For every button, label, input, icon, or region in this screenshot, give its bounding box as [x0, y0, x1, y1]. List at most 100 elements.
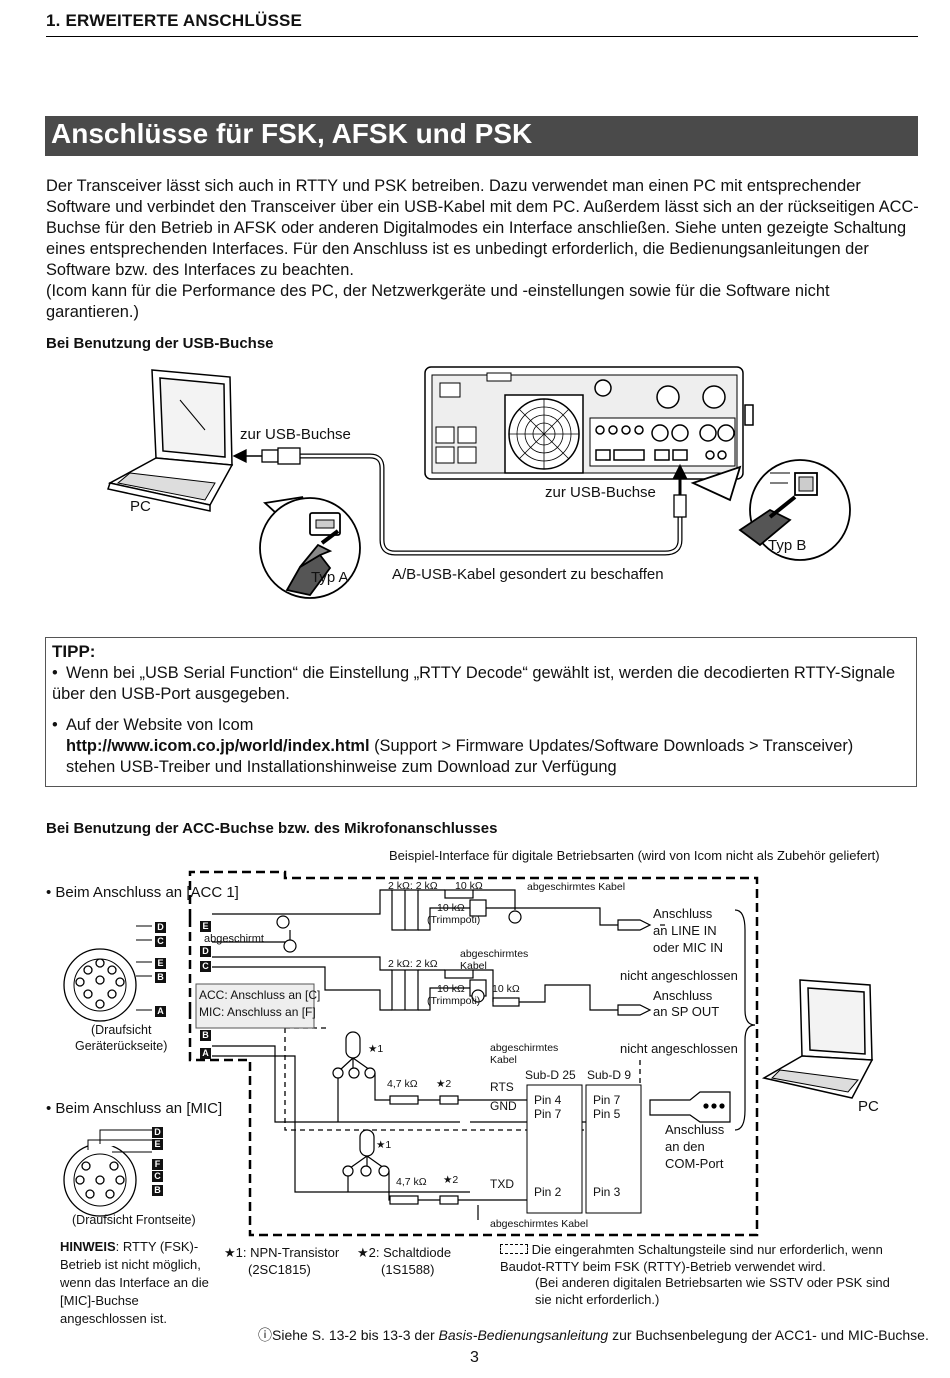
interface-caption: Beispiel-Interface für digitale Betriebs…	[389, 848, 880, 863]
laptop-illustration	[107, 369, 234, 512]
tip-item-2-line3: stehen USB-Treiber und Installationshinw…	[66, 758, 617, 776]
label-star1-b: ★1	[376, 1139, 392, 1151]
if-pin-b-box: B	[200, 1030, 211, 1041]
label-shielded-mid-2: Kabel	[460, 960, 487, 972]
footnote-2-line-2: (1S1588)	[381, 1262, 435, 1277]
acc1-label: • Beim Anschluss an [ACC 1]	[46, 884, 239, 901]
label-not-connected-1: nicht angeschlossen	[620, 968, 738, 983]
interface-circuit	[63, 870, 874, 1237]
acc-note-2: MIC: Anschluss an [F]	[199, 1005, 316, 1019]
label-txd: TXD	[490, 1177, 514, 1191]
label-line-in-3: oder MIC IN	[653, 940, 724, 955]
label-pin5: Pin 5	[593, 1107, 621, 1121]
footnote-1: ★1: NPN-Transistor (2SC1815)	[224, 1244, 339, 1278]
label-10k-mid: 10 kΩ	[492, 983, 520, 995]
mic-label: • Beim Anschluss an [MIC]	[46, 1100, 223, 1117]
label-sp-out-2: an SP OUT	[653, 1004, 720, 1019]
label-2k-mid: 2 kΩ: 2 kΩ	[388, 958, 438, 970]
hint-note: HINWEIS: RTTY (FSK)-Betrieb ist nicht mö…	[60, 1238, 220, 1328]
acc1-pin-a-box: A	[155, 1006, 166, 1017]
label-pin7b: Pin 7	[593, 1093, 621, 1107]
acc-mic-note-box	[195, 983, 315, 1029]
section-header: 1. ERWEITERTE ANSCHLÜSSE	[46, 11, 303, 30]
acc1-pin-d-box: D	[155, 922, 166, 933]
page-title: Anschlüsse für FSK, AFSK und PSK	[51, 118, 533, 149]
dashed-frame-note: Die eingerahmten Schaltungsteile sind nu…	[500, 1242, 905, 1308]
mic-connector	[63, 1129, 152, 1217]
header-rule	[46, 36, 918, 37]
label-pc-usb-socket: zur USB-Buchse	[240, 426, 351, 443]
label-line-in-1: Anschluss	[653, 906, 713, 921]
footnote-2-line-1: ★2: Schaltdiode	[357, 1245, 452, 1260]
intro-text: Der Transceiver lässt sich auch in RTTY …	[46, 176, 920, 323]
label-radio-usb-socket: zur USB-Buchse	[545, 484, 656, 501]
usb-diagram	[107, 366, 851, 599]
acc1-pin-b-box: B	[155, 972, 166, 983]
hint-text: : RTTY (FSK)-Betrieb ist nicht möglich, …	[60, 1239, 209, 1326]
label-not-connected-2: nicht angeschlossen	[620, 1041, 738, 1056]
mic-pin-b-box: B	[152, 1185, 163, 1196]
label-pin4: Pin 4	[534, 1093, 562, 1107]
label-pc: PC	[130, 498, 151, 515]
label-com-1: Anschluss	[665, 1122, 725, 1137]
tip-title: TIPP:	[52, 642, 96, 661]
laptop-right-illustration	[761, 979, 874, 1099]
usb-b-plug	[673, 494, 687, 518]
mic-pin-e-box: E	[152, 1139, 163, 1150]
if-pin-d-box: D	[200, 946, 211, 957]
dashed-note-text: Die eingerahmten Schaltungsteile sind nu…	[500, 1242, 883, 1274]
acc1-connector	[63, 925, 152, 1022]
label-shielded-cable-top: abgeschirmtes Kabel	[527, 881, 626, 893]
label-pin3: Pin 3	[593, 1185, 621, 1199]
label-47k-1: 4,7 kΩ	[387, 1078, 418, 1090]
label-trim-top-2: (Trimmpoti)	[427, 914, 481, 926]
label-usb-cable: A/B-USB-Kabel gesondert zu beschaffen	[392, 566, 664, 583]
label-sp-out-1: Anschluss	[653, 988, 713, 1003]
tip-item-2-line1: Auf der Website von Icom	[66, 716, 254, 734]
info-icon: ⓘ	[258, 1327, 272, 1343]
label-10k-top: 10 kΩ	[455, 880, 483, 892]
label-rts: RTS	[490, 1080, 514, 1094]
tip-item-2: •Auf der Website von Icom http://www.ico…	[52, 715, 907, 778]
label-com-2: an den	[665, 1139, 705, 1154]
mic-view-caption: (Draufsicht Frontseite)	[72, 1213, 196, 1227]
mic-pin-d-box: D	[152, 1127, 163, 1138]
arrow-to-radio	[672, 463, 688, 495]
label-star1-a: ★1	[368, 1043, 384, 1055]
footer-ref-b: zur Buchsenbelegung der ACC1- und MIC-Bu…	[608, 1327, 929, 1343]
interface-frame	[188, 870, 759, 1237]
label-line-in-2: an LINE IN	[653, 923, 717, 938]
mic-pin-f-box: F	[152, 1159, 163, 1170]
icom-url-link[interactable]: http://www.icom.co.jp/world/index.html	[66, 737, 370, 755]
label-pin2: Pin 2	[534, 1185, 562, 1199]
if-pin-c-box: C	[200, 961, 211, 972]
label-gnd: GND	[490, 1099, 517, 1113]
footnote-1-line-1: ★1: NPN-Transistor	[224, 1245, 340, 1260]
label-shielded: abgeschirmt	[204, 933, 264, 945]
footer-ref-a: Siehe S. 13-2 bis 13-3 der	[272, 1327, 439, 1343]
type-a-zoom	[259, 496, 361, 599]
label-pc-right: PC	[858, 1098, 879, 1115]
dashed-box-symbol	[500, 1244, 528, 1254]
tip-box: TIPP: •Wenn bei „USB Serial Function“ di…	[45, 637, 917, 787]
footnote-1-line-2: (2SC1815)	[248, 1262, 311, 1277]
label-shielded-low-1: abgeschirmtes	[490, 1042, 559, 1054]
type-b-zoom	[690, 459, 851, 561]
label-pin7a: Pin 7	[534, 1107, 562, 1121]
acc1-view-caption: (Draufsicht Geräterückseite)	[75, 1023, 168, 1053]
label-trim-mid-1: 10 kΩ	[437, 983, 465, 995]
if-pin-a-box: A	[200, 1048, 211, 1059]
label-type-b: Typ B	[768, 537, 807, 554]
label-47k-2: 4,7 kΩ	[396, 1176, 427, 1188]
label-subd25: Sub-D 25	[525, 1068, 576, 1082]
acc-note-1: ACC: Anschluss an [C]	[199, 988, 321, 1002]
label-shielded-mid-1: abgeschirmtes	[460, 948, 529, 960]
if-pin-e-box: E	[200, 921, 211, 932]
footer-ref-italic: Basis-Bedienungsanleitung	[438, 1327, 609, 1343]
usb-a-plug	[232, 447, 301, 465]
tip-item-1: •Wenn bei „USB Serial Function“ die Eins…	[52, 664, 896, 703]
usb-heading: Bei Benutzung der USB-Buchse	[46, 335, 274, 352]
title-bar: Anschlüsse für FSK, AFSK und PSK	[45, 116, 918, 156]
tip-item-1-text: Wenn bei „USB Serial Function“ die Einst…	[52, 664, 896, 703]
label-trim-top-1: 10 kΩ	[437, 902, 465, 914]
